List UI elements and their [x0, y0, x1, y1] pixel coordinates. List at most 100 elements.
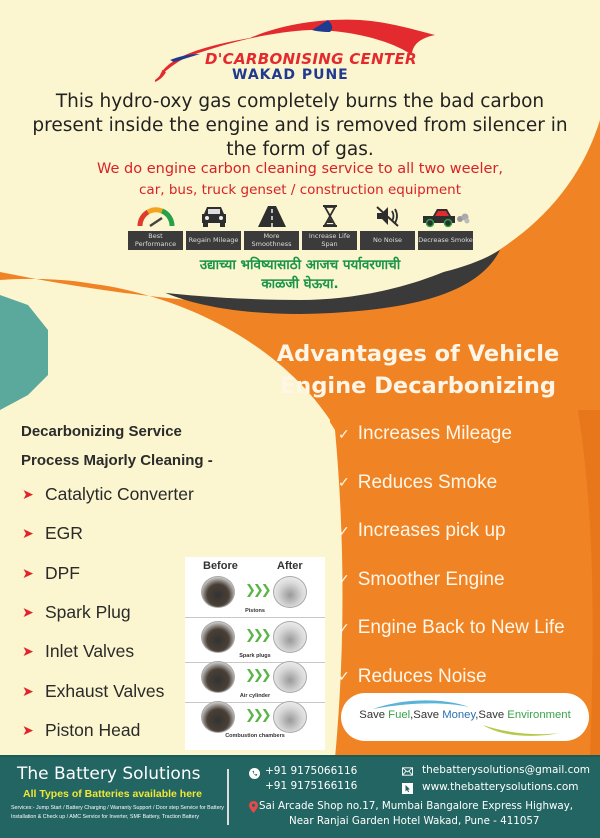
logo-title-part2: CENTER: [349, 50, 417, 68]
before-photo: [201, 701, 235, 733]
advantages-list: ✓Increases Mileage ✓ Reduces Smoke ✓ Incre…: [338, 410, 600, 701]
process-item: ➤Spark Plug: [22, 593, 194, 632]
process-label: Exhaust Valves: [45, 680, 165, 701]
orange-right-edge: [578, 410, 600, 755]
arrow-icon: ➤: [22, 682, 34, 699]
footer-divider: [227, 769, 229, 825]
arrow-icon: ➤: [22, 486, 34, 503]
brand-name: The Battery Solutions: [17, 764, 201, 784]
address-line-2: Near Ranjai Garden Hotel Wakad, Pune - 4…: [289, 815, 540, 827]
check-icon: ✓: [338, 474, 350, 491]
check-icon: ✓: [338, 571, 350, 588]
arrow-icon: ➤: [22, 643, 34, 660]
comparison-row-combustion-chambers: ❯❯❯ Combustion chambers: [185, 698, 325, 743]
advantage-item: ✓ Reduces Smoke: [338, 459, 600, 508]
process-label: Inlet Valves: [45, 641, 135, 662]
advantages-title-line-1: Advantages of Vehicle: [276, 341, 560, 367]
process-title-line-1: Decarbonizing Service: [21, 423, 182, 440]
address-line-1: Sai Arcade Shop no.17, Mumbai Bangalore …: [259, 800, 574, 812]
after-photo: [273, 661, 307, 693]
before-photo: [201, 661, 235, 693]
orange-lower: [330, 410, 600, 760]
logo-title: D'CARBONISING CENTER: [205, 50, 417, 68]
process-label: Catalytic Converter: [45, 484, 194, 505]
before-after-panel: Before After ❯❯❯ Pistons ❯❯❯ Spark plugs…: [185, 557, 325, 750]
cursor-web-icon: [402, 783, 413, 794]
check-icon: ✓: [338, 522, 350, 539]
logo-title-part1: D'CARBONISING: [205, 50, 344, 68]
marathi-slogan: उद्याच्या भविष्यासाठी आजच पर्यावरणाची का…: [150, 256, 450, 294]
car-front-icon: [186, 202, 241, 229]
road-icon: [244, 202, 299, 229]
hourglass-icon: [302, 202, 357, 229]
intro-text: This hydro-oxy gas completely burns the …: [32, 91, 568, 160]
comparison-row-air-cylinder: ❯❯❯ Air cylinder: [185, 658, 325, 703]
arrow-icon: ➤: [22, 525, 34, 542]
process-item: ➤ Piston Head: [22, 711, 194, 750]
arrow-icon: ➤: [22, 721, 34, 738]
dark-arc: [112, 245, 500, 314]
benefit-best-performance: Best Performance: [128, 202, 183, 250]
process-title: Decarbonizing Service Process Majorly Cl…: [21, 417, 213, 475]
advantages-title-line-2: Engine Decarbonizing: [279, 373, 557, 399]
benefit-more-smoothness: More Smoothness: [244, 202, 299, 250]
advantage-item: ✓ Reduces Noise: [338, 653, 600, 702]
benefit-label: More Smoothness: [244, 231, 299, 250]
before-label: Before: [203, 560, 238, 572]
slogan-save: ,Save: [475, 709, 508, 721]
benefit-decrease-smoke: Decrease Smoke: [418, 202, 473, 250]
check-icon: ✓: [338, 668, 350, 685]
after-photo: [273, 576, 307, 608]
check-icon: ✓: [338, 619, 350, 636]
advantage-label: Smoother Engine: [357, 568, 505, 590]
slogan-save: ,Save: [410, 709, 443, 721]
benefit-strip: Best Performance Regain Mileage More S: [128, 202, 474, 250]
benefit-label: Regain Mileage: [186, 231, 241, 250]
chevrons-right-icon: ❯❯❯: [245, 668, 272, 683]
advantages-title: Advantages of Vehicle Engine Decarbonizi…: [248, 338, 588, 402]
brand-services: Services:- Jump Start / Battery Charging…: [11, 805, 224, 820]
process-label: Piston Head: [45, 719, 141, 740]
phone-icon: [249, 768, 260, 779]
process-item: ➤ Inlet Valves: [22, 632, 194, 671]
advantage-label: Increases pick up: [357, 520, 506, 542]
benefit-label: Best Performance: [128, 231, 183, 250]
process-item: ➤ Exhaust Valves: [22, 671, 194, 710]
comparison-caption: Combustion chambers: [225, 733, 285, 739]
after-photo: [273, 621, 307, 653]
car-smoke-icon: [418, 202, 473, 229]
footer: The Battery Solutions All Types of Batte…: [0, 757, 600, 838]
advantage-label: Reduces Smoke: [357, 471, 498, 493]
slogan-environment: Environment: [507, 709, 571, 721]
process-item: ➤ Catalytic Converter: [22, 475, 194, 514]
process-list: ➤Catalytic Converter ➤EGR ➤DPF ➤Spark Pl…: [22, 475, 194, 750]
arrow-icon: ➤: [22, 564, 34, 581]
marathi-line-1: उद्याच्या भविष्यासाठी आजच पर्यावरणाची: [199, 257, 401, 273]
comparison-caption: Pistons: [245, 608, 265, 614]
logo-subtitle: WAKAD PUNE: [232, 67, 349, 83]
phone-link-2[interactable]: +91 9175166116: [265, 780, 358, 792]
footer-border: [0, 755, 600, 758]
before-photo: [201, 576, 235, 608]
phone-link-1[interactable]: +91 9175066116: [265, 765, 358, 777]
comparison-caption: Spark plugs: [239, 653, 271, 659]
advantage-item: ✓Increases Mileage: [338, 410, 600, 459]
brand-tagline: All Types of Batteries available here: [23, 788, 202, 800]
email-link[interactable]: thebatterysolutions@gmail.com: [422, 764, 591, 776]
advantage-label: Engine Back to New Life: [357, 617, 565, 639]
car-outline-logo-icon: [155, 19, 435, 82]
comparison-caption: Air cylinder: [239, 693, 271, 699]
arrow-icon: ➤: [22, 604, 34, 621]
slogan-text: Save Fuel,Save Money,Save Environment: [341, 709, 589, 721]
chevrons-right-icon: ❯❯❯: [245, 583, 272, 598]
advantage-item: ✓ Increases pick up: [338, 507, 600, 556]
advantage-label: Reduces Noise: [357, 665, 487, 687]
slogan-money: Money: [442, 709, 476, 721]
green-swoosh-icon: [483, 725, 559, 736]
website-link[interactable]: www.thebatterysolutions.com: [422, 781, 579, 793]
process-label: EGR: [45, 523, 83, 544]
benefit-label: No Noise: [360, 231, 415, 250]
advantage-item: ✓ Smoother Engine: [338, 556, 600, 605]
slogan-save: Save: [359, 709, 389, 721]
